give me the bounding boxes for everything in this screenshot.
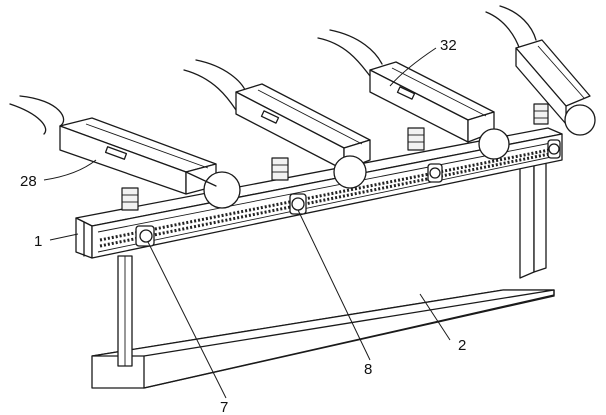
holder-32	[369, 61, 510, 160]
swivel-joint-3	[407, 127, 425, 151]
leader-28	[43, 159, 97, 181]
holder-4	[515, 39, 596, 136]
sprocket-7	[135, 225, 155, 247]
sprocket-4	[547, 139, 561, 159]
sprocket-3	[427, 163, 443, 183]
sprocket-8	[289, 193, 307, 215]
holder-28	[59, 117, 241, 209]
leader-32	[389, 47, 437, 87]
leader-7	[147, 241, 227, 399]
base-plate	[91, 289, 555, 389]
swivel-joint-2	[271, 157, 289, 181]
leader-8	[297, 209, 371, 361]
leader-2	[419, 293, 451, 341]
label-32: 32	[440, 37, 457, 54]
roller-tube-4	[485, 5, 537, 51]
label-1: 1	[34, 233, 42, 250]
label-8: 8	[364, 361, 372, 378]
roller-tube-1	[9, 95, 65, 135]
roller-tube-3	[317, 29, 383, 77]
rear-right-leg	[519, 151, 547, 279]
swivel-joint-4	[533, 103, 549, 125]
leader-1	[49, 233, 79, 241]
front-left-leg	[117, 255, 133, 367]
frame-beam	[75, 127, 563, 259]
label-2: 2	[458, 337, 466, 354]
swivel-joint-1	[121, 187, 139, 211]
label-7: 7	[220, 399, 228, 415]
label-28: 28	[20, 173, 37, 190]
holder-2	[235, 83, 371, 189]
